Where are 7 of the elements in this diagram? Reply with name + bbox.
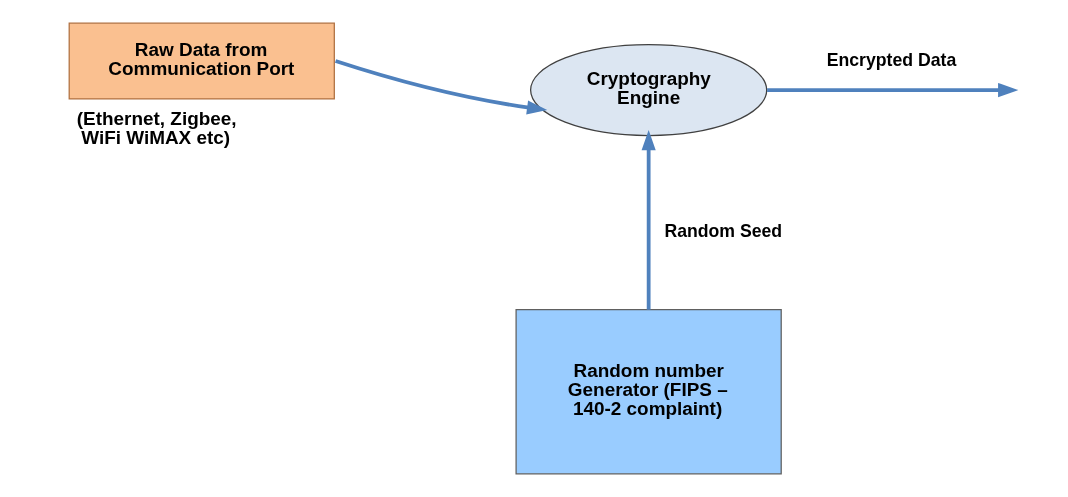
node-ellipse: Cryptography Engine	[530, 44, 768, 137]
arrow	[335, 59, 548, 115]
edge-label: Encrypted Data	[826, 49, 957, 70]
edge-label: Random Seed	[664, 221, 783, 242]
node-label: (Ethernet, Zigbee, WiFi WiMAX etc)	[76, 108, 237, 149]
arrow	[641, 130, 656, 310]
arrow	[767, 82, 1019, 98]
